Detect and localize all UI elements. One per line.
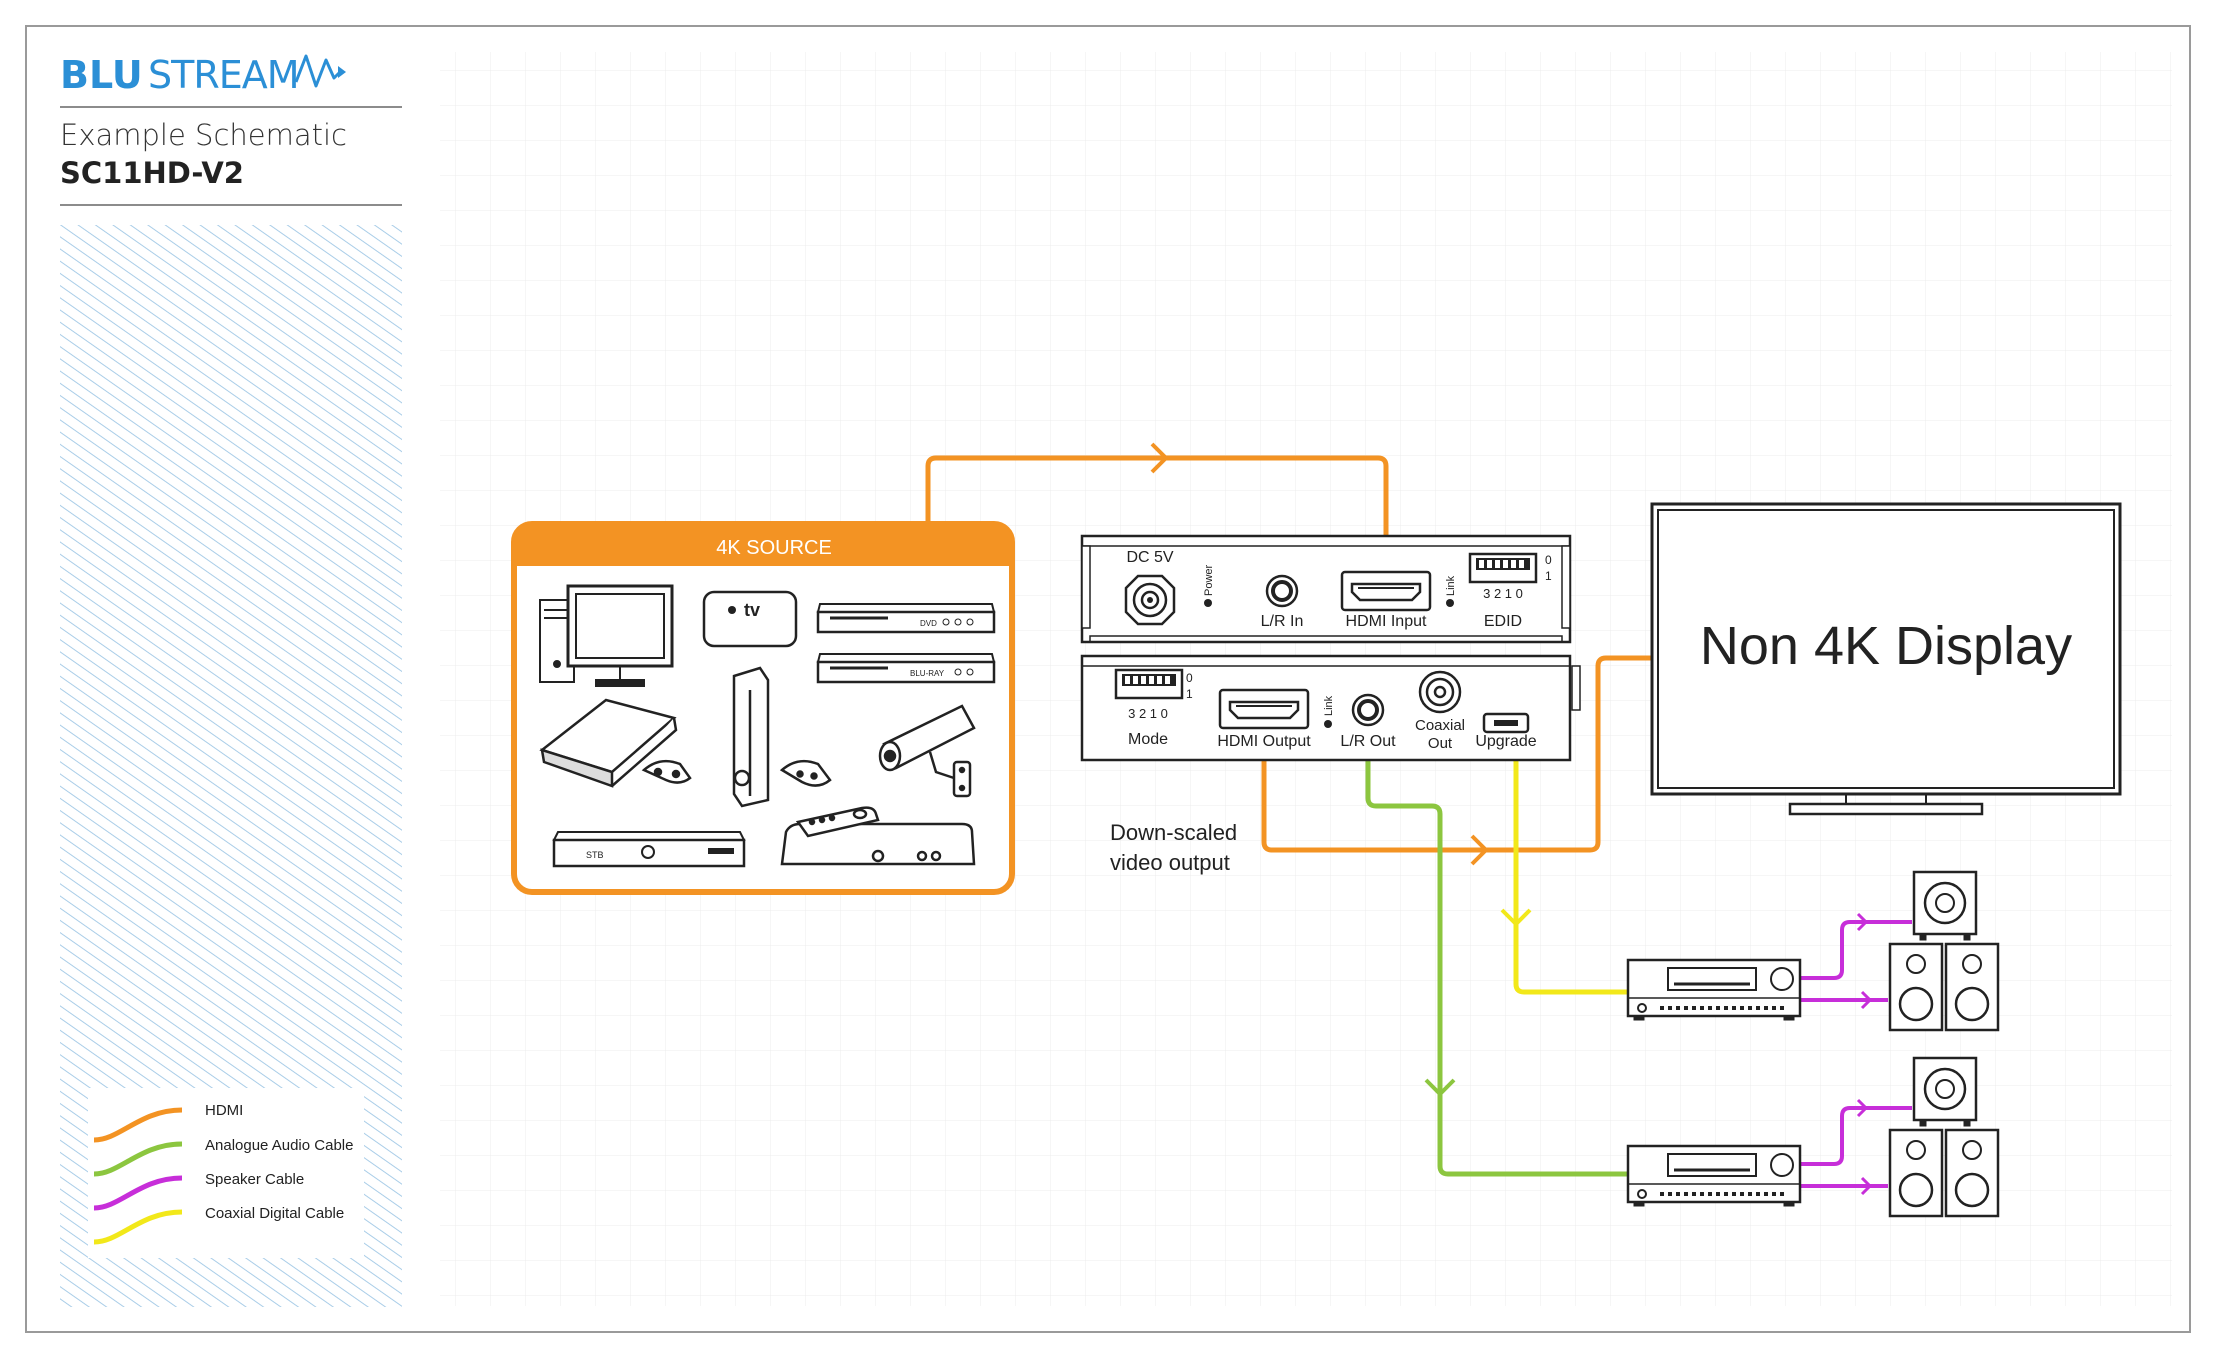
hdmi-input-port-icon bbox=[1340, 570, 1432, 612]
legend-box bbox=[88, 1088, 364, 1258]
brand-wave-icon bbox=[294, 54, 342, 88]
hdmi-output-port-icon bbox=[1218, 688, 1310, 730]
brand-logo: BLU STREAM bbox=[60, 53, 346, 97]
source-box: 4K SOURCE tv DVD BLU- bbox=[511, 521, 1015, 895]
source-box-header bbox=[514, 524, 1012, 566]
coaxial-label-1: Coaxial bbox=[1415, 717, 1465, 734]
speakers-2-icon bbox=[1888, 1056, 2000, 1218]
legend-swatch-coaxial bbox=[93, 1209, 183, 1245]
hdmi-output-label: HDMI Output bbox=[1217, 733, 1311, 750]
edid-dip-switch-icon bbox=[1468, 552, 1538, 584]
lr-out-label: L/R Out bbox=[1340, 733, 1396, 750]
edid-label: EDID bbox=[1484, 613, 1522, 630]
model-name: SC11HD-V2 bbox=[60, 156, 244, 190]
brand-part1: BLU bbox=[60, 53, 143, 97]
edid-digits: 3 2 1 0 bbox=[1483, 586, 1523, 601]
display-label: Non 4K Display bbox=[1700, 616, 2072, 676]
legend-label-hdmi: HDMI bbox=[205, 1102, 243, 1119]
cable-speaker-2a bbox=[1800, 1106, 1912, 1166]
brand-part2: STREAM bbox=[148, 53, 299, 97]
dvd-player-icon: DVD bbox=[816, 603, 996, 634]
cable-hdmi-source-to-input bbox=[925, 455, 1389, 578]
power-label: Power bbox=[1203, 564, 1215, 596]
mode-dip-switch-icon bbox=[1114, 668, 1184, 700]
arrow-hdmi-input bbox=[1150, 442, 1169, 474]
hdmi-input-label: HDMI Input bbox=[1346, 613, 1427, 630]
device-rear-panel: 0 1 3 2 1 0 Mode HDMI Output Link L/R Ou… bbox=[1080, 654, 1581, 762]
lr-in-label: L/R In bbox=[1261, 613, 1304, 630]
legend-swatch-analogue bbox=[93, 1141, 183, 1177]
legend: HDMI Analogue Audio Cable Speaker Cable … bbox=[88, 1088, 364, 1258]
arrow-hdmi-output bbox=[1470, 834, 1489, 866]
dvd-label: DVD bbox=[920, 619, 937, 628]
av-receiver-2-icon bbox=[1626, 1144, 1802, 1207]
dc-power-jack-icon bbox=[1124, 574, 1176, 626]
arrow-coaxial bbox=[1500, 908, 1532, 927]
cable-speaker-1a bbox=[1800, 920, 1912, 980]
coaxial-out-jack-icon bbox=[1418, 670, 1462, 714]
upgrade-label: Upgrade bbox=[1475, 733, 1536, 750]
cable-analogue-to-receiver bbox=[1365, 718, 1628, 1177]
legend-label-coaxial: Coaxial Digital Cable bbox=[205, 1205, 344, 1222]
usb-upgrade-port-icon bbox=[1482, 712, 1530, 734]
source-box-title: 4K SOURCE bbox=[716, 537, 832, 559]
link-led-out-icon bbox=[1324, 720, 1332, 728]
cable-hdmi-output-to-display bbox=[1261, 655, 1652, 853]
bluray-label: BLU-RAY bbox=[910, 669, 945, 678]
mode-digits: 3 2 1 0 bbox=[1128, 706, 1168, 721]
mode-label: Mode bbox=[1128, 731, 1168, 748]
legend-label-speaker: Speaker Cable bbox=[205, 1171, 304, 1188]
annotation-line1: Down-scaled bbox=[1110, 820, 1237, 845]
device-front-panel: DC 5V Power L/R In HDMI Input Link bbox=[1080, 534, 1572, 644]
legend-label-analogue: Analogue Audio Cable bbox=[205, 1137, 353, 1154]
cctv-camera-icon bbox=[878, 704, 976, 798]
link-led-in-icon bbox=[1446, 599, 1454, 607]
link-label-out: Link bbox=[1323, 695, 1335, 716]
av-receiver-1-icon bbox=[1626, 958, 1802, 1021]
apple-tv-label: tv bbox=[744, 600, 760, 620]
legend-swatch-hdmi bbox=[93, 1107, 183, 1143]
dc-label: DC 5V bbox=[1126, 549, 1173, 566]
coaxial-label-2: Out bbox=[1428, 735, 1453, 752]
brand-arrow-icon bbox=[338, 66, 346, 78]
mode-dip-0: 0 bbox=[1186, 671, 1193, 685]
xbox-icon bbox=[732, 666, 832, 808]
pc-icon bbox=[539, 584, 674, 687]
apple-tv-icon: tv bbox=[702, 590, 798, 648]
bluray-player-icon: BLU-RAY bbox=[816, 653, 996, 684]
set-top-box-icon: STB bbox=[552, 831, 746, 868]
stb-label: STB bbox=[586, 850, 604, 860]
lr-in-jack-icon bbox=[1265, 574, 1299, 608]
link-label-in: Link bbox=[1445, 575, 1457, 596]
edid-dip-0: 0 bbox=[1545, 553, 1552, 567]
playstation-icon bbox=[539, 698, 692, 788]
page-subtitle: Example Schematic bbox=[60, 118, 347, 152]
power-led-icon bbox=[1204, 599, 1212, 607]
lr-out-jack-icon bbox=[1351, 693, 1385, 727]
edid-dip-1: 1 bbox=[1545, 569, 1552, 583]
mode-dip-1: 1 bbox=[1186, 687, 1193, 701]
annotation-line2: video output bbox=[1110, 850, 1230, 875]
satellite-receiver-icon bbox=[780, 806, 976, 866]
speakers-1-icon bbox=[1888, 870, 2000, 1032]
legend-swatch-speaker bbox=[93, 1175, 183, 1211]
display-icon: Non 4K Display bbox=[1650, 502, 2122, 816]
arrow-analogue bbox=[1424, 1078, 1456, 1097]
